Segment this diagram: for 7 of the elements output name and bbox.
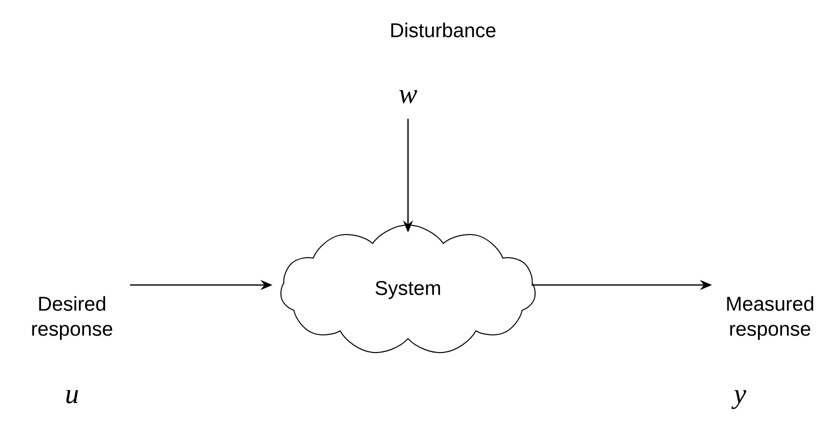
system-cloud: System bbox=[280, 224, 536, 354]
node-label: Desired response bbox=[32, 296, 112, 340]
variable-symbol: u bbox=[66, 390, 78, 404]
node-label: Measured response bbox=[727, 296, 814, 340]
variable-symbol: y bbox=[731, 390, 746, 410]
variable-symbol: w bbox=[399, 90, 418, 104]
node-label: Disturbance bbox=[391, 22, 496, 38]
